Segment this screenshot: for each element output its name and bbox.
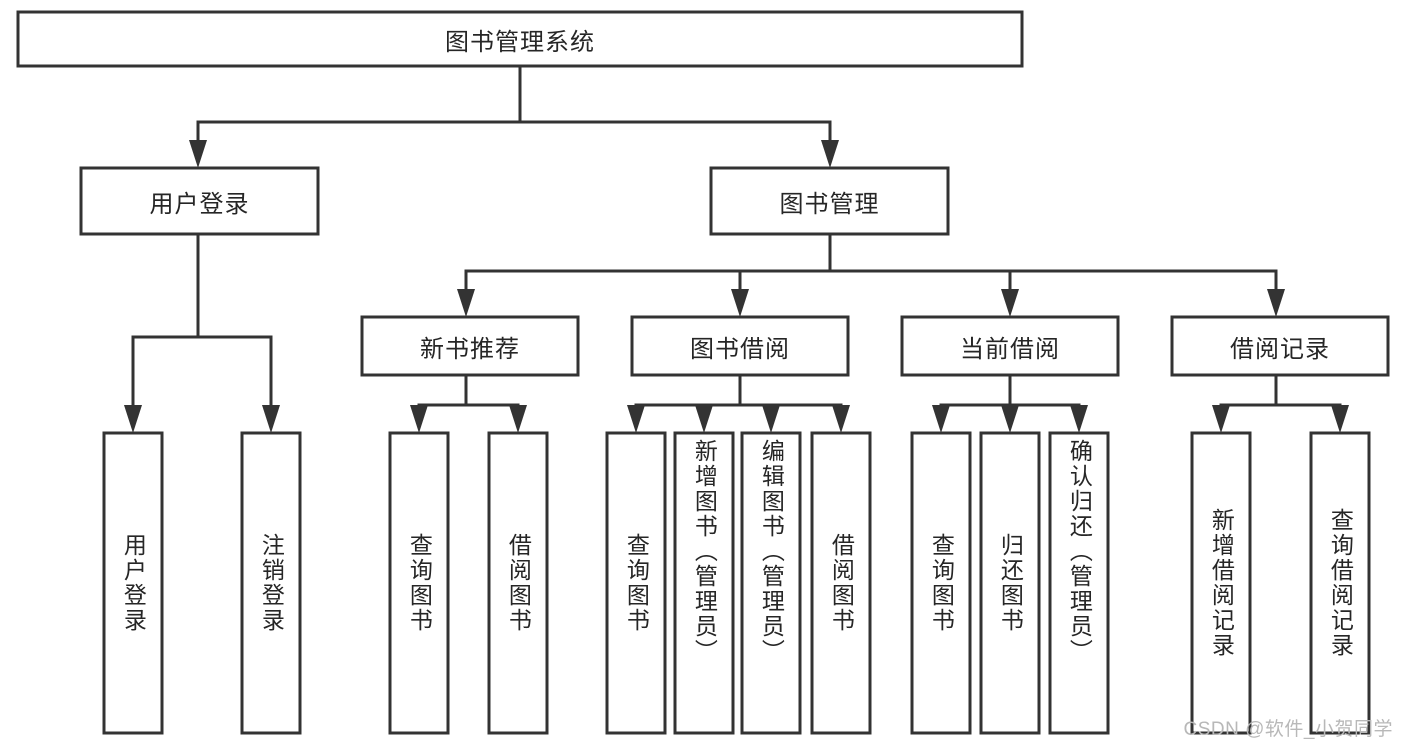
node-leaf-add-record[interactable] [1190, 431, 1252, 735]
arrow-head-new-book-recommend [457, 289, 475, 317]
arrow-head-leaf-query-book-2 [627, 405, 645, 433]
arrow-head-borrow-record [1267, 289, 1285, 317]
node-leaf-query-book-2[interactable] [605, 431, 667, 735]
arrow-head-book-management [821, 140, 839, 168]
connector-group-book-management-to-level3 [457, 232, 1285, 317]
node-leaf-borrow-book-2[interactable] [810, 431, 872, 735]
node-leaf-add-book[interactable] [673, 431, 735, 735]
connector-group-new-book-recommend-to-leaves [410, 373, 527, 433]
arrow-head-leaf-add-book [695, 405, 713, 433]
node-user-login[interactable] [79, 166, 320, 236]
node-leaf-user-login[interactable] [102, 431, 164, 735]
node-leaf-borrow-book-1[interactable] [487, 431, 549, 735]
node-borrow-record[interactable] [1170, 315, 1390, 377]
arrow-head-book-borrow [731, 289, 749, 317]
node-leaf-edit-book[interactable] [740, 431, 802, 735]
node-leaf-confirm-return[interactable] [1048, 431, 1110, 735]
connector-group-user-login-to-leaves [124, 232, 280, 433]
arrow-head-leaf-add-record [1212, 405, 1230, 433]
arrow-head-current-borrow [1001, 289, 1019, 317]
node-book-management[interactable] [709, 166, 950, 236]
node-book-borrow[interactable] [630, 315, 850, 377]
arrow-head-leaf-query-record [1331, 405, 1349, 433]
arrow-head-leaf-borrow-book-2 [832, 405, 850, 433]
arrow-head-leaf-logout [262, 405, 280, 433]
arrow-head-user-login [189, 140, 207, 168]
node-leaf-query-book-1[interactable] [388, 431, 450, 735]
watermark-text: CSDN @软件_小贺同学 [1183, 719, 1393, 740]
arrow-head-leaf-edit-book [762, 405, 780, 433]
node-root[interactable] [16, 10, 1024, 68]
node-leaf-query-record[interactable] [1309, 431, 1371, 735]
connector-group-borrow-record-to-leaves [1212, 373, 1349, 433]
node-leaf-query-book-3[interactable] [910, 431, 972, 735]
connector-group-root-to-level2 [189, 64, 839, 168]
node-current-borrow[interactable] [900, 315, 1120, 377]
connector-group-book-borrow-to-leaves [627, 373, 850, 433]
node-leaf-logout[interactable] [240, 431, 302, 735]
arrow-head-leaf-user-login [124, 405, 142, 433]
arrow-head-leaf-query-book-3 [932, 405, 950, 433]
connector-group-current-borrow-to-leaves [932, 373, 1088, 433]
arrow-head-leaf-borrow-book-1 [509, 405, 527, 433]
arrow-head-leaf-confirm-return [1070, 405, 1088, 433]
node-new-book-recommend[interactable] [360, 315, 580, 377]
arrow-head-leaf-query-book-1 [410, 405, 428, 433]
node-leaf-return-book[interactable] [979, 431, 1041, 735]
arrow-head-leaf-return-book [1001, 405, 1019, 433]
